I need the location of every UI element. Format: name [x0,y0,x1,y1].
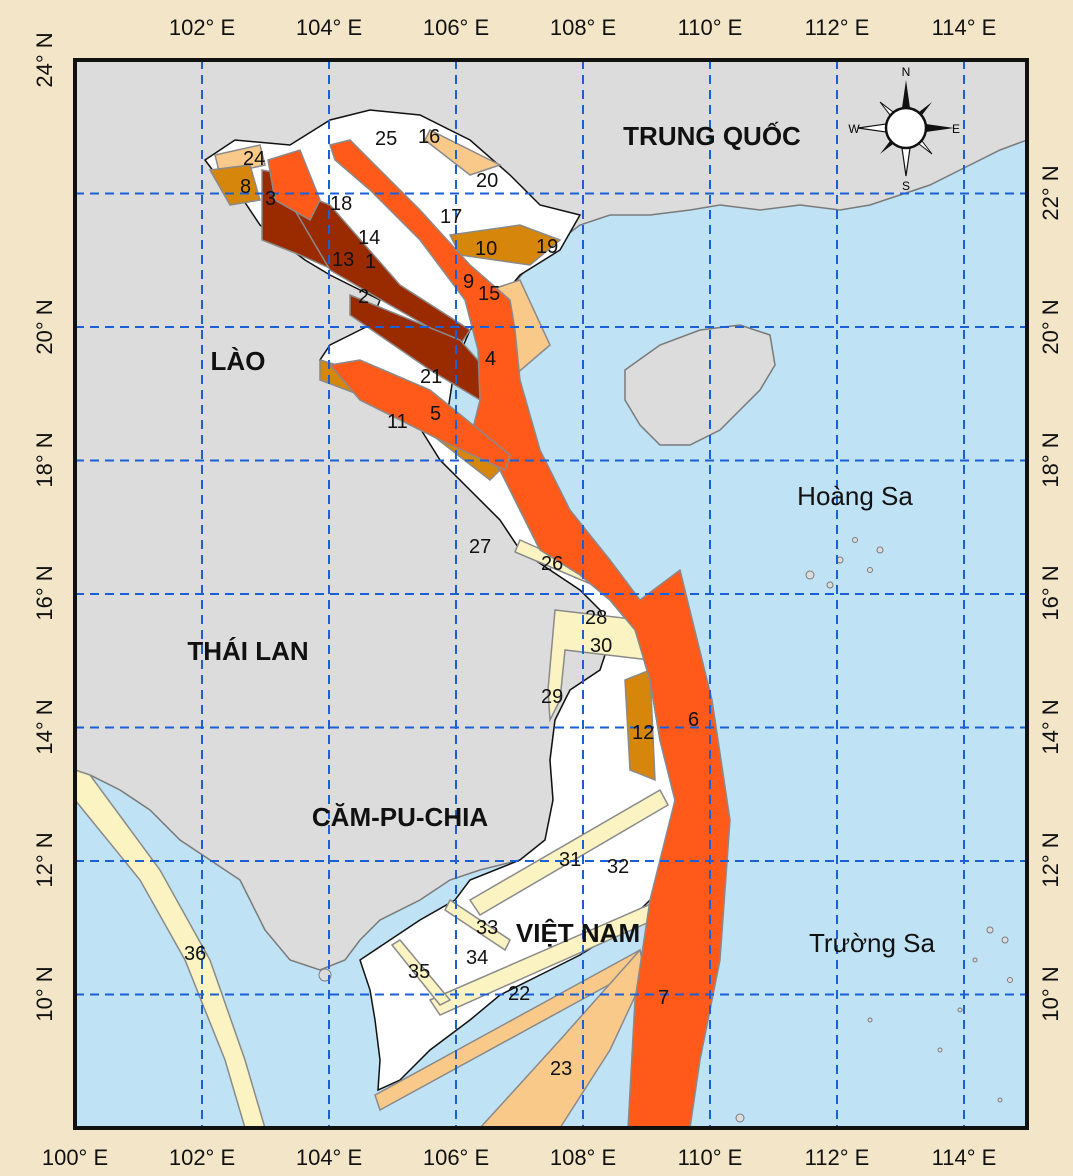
zone-label: 5 [430,403,441,425]
zone-label: 3 [265,188,276,210]
zone-label: 17 [440,206,462,228]
lon-label: 110° E [678,1145,743,1170]
zone-label: 10 [475,238,497,260]
compass-w: W [848,122,860,136]
zone-label: 15 [478,283,500,305]
country-label-cambodia: CĂM-PU-CHIA [312,802,488,832]
zone-label: 1 [365,251,376,273]
zone-label: 4 [485,348,496,370]
lon-labels-bottom: 100° E 102° E 104° E 106° E 108° E 110° … [42,1145,996,1170]
zone-label: 26 [541,553,563,575]
lon-label: 102° E [169,15,235,40]
compass-n: N [902,65,911,79]
zone-label: 12 [632,722,654,744]
zone-label: 7 [658,987,669,1009]
lat-label: 10° N [32,966,57,1021]
sea-label-truong-sa: Trường Sa [809,928,936,958]
lat-label: 14° N [1038,699,1063,754]
zone-label: 13 [332,249,354,271]
lat-label: 16° N [1038,565,1063,620]
zone-label: 18 [330,193,352,215]
graticule [75,60,1027,1128]
lon-label: 106° E [423,1145,489,1170]
zone-label: 27 [469,536,491,558]
compass-e: E [952,122,960,136]
sea-label-hoang-sa: Hoàng Sa [797,481,913,511]
lat-label: 20° N [1038,299,1063,354]
lat-label: 10° N [1038,966,1063,1021]
lat-label: 18° N [1038,432,1063,487]
country-label-vietnam: VIỆT NAM [516,918,640,948]
lon-label: 110° E [678,15,743,40]
lon-label: 108° E [550,15,616,40]
zone-label: 24 [243,148,265,170]
lat-label: 14° N [32,699,57,754]
zone-label: 29 [541,686,563,708]
zone-label: 23 [550,1058,572,1080]
lon-label: 104° E [296,15,362,40]
lon-label: 100° E [42,1145,108,1170]
lon-label: 112° E [805,15,870,40]
zone-label: 2 [358,286,369,308]
lat-label: 12° N [1038,832,1063,887]
zone-label: 20 [476,170,498,192]
zone-label: 35 [408,961,430,983]
zone-label: 8 [240,176,251,198]
country-label-thailand: THÁI LAN [187,636,308,666]
zone-label: 36 [184,943,206,965]
red-zones [267,139,731,1128]
country-label-china: TRUNG QUỐC [623,121,801,151]
zone-label: 9 [463,271,474,293]
lon-label: 114° E [932,1145,997,1170]
islands [318,537,1013,1123]
zone-label: 6 [688,709,699,731]
compass-rose-icon: N W E S [848,65,960,193]
lon-labels-top: 102° E 104° E 106° E 108° E 110° E 112° … [169,15,996,40]
hainan-island [624,324,776,446]
zone-label: 16 [418,126,440,148]
map-frame [73,58,1029,1130]
zone-label: 14 [358,227,380,249]
lon-label: 108° E [550,1145,616,1170]
zone-label: 31 [559,849,581,871]
zone-label: 34 [466,947,488,969]
lat-label: 12° N [32,832,57,887]
lon-label: 102° E [169,1145,235,1170]
zone-label: 28 [585,607,607,629]
zone-label: 30 [590,635,612,657]
zone-label: 19 [536,236,558,258]
lat-label: 22° N [1038,165,1063,220]
zone-label: 32 [607,856,629,878]
zone-label: 21 [420,366,442,388]
lon-label: 106° E [423,15,489,40]
zone-label: 33 [476,917,498,939]
zone-label: 11 [387,411,408,433]
lon-label: 104° E [296,1145,362,1170]
lat-labels-right: 22° N 20° N 18° N 16° N 14° N 12° N 10° … [1038,165,1063,1021]
zone-label: 25 [375,128,397,150]
lat-label: 20° N [32,299,57,354]
lat-label: 16° N [32,565,57,620]
cream-zones [75,539,670,1128]
lon-label: 114° E [932,15,997,40]
lat-label: 18° N [32,432,57,487]
lat-label: 24° N [32,32,57,87]
zone-labels: 1 2 3 4 5 6 7 8 9 10 11 12 13 14 15 16 1… [184,126,699,1080]
compass-s: S [902,179,910,193]
lon-label: 112° E [805,1145,870,1170]
country-label-laos: LÀO [211,346,266,376]
zone-label: 22 [508,983,530,1005]
lat-labels-left: 24° N 20° N 18° N 16° N 14° N 12° N 10° … [32,32,57,1021]
